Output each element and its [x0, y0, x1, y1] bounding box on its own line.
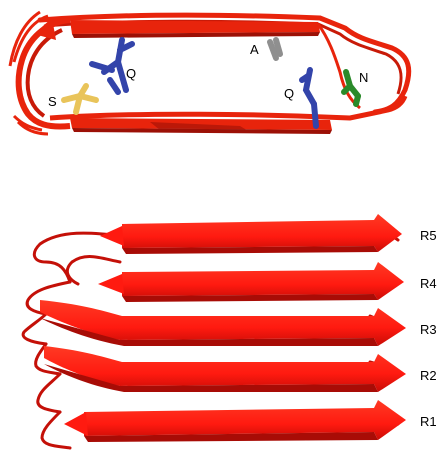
repeat-label-r1: R1 — [420, 414, 437, 429]
repeat-r2-sheet — [44, 346, 406, 392]
label-n: N — [359, 70, 368, 85]
ser-sidechain — [64, 86, 96, 112]
repeat-r4-sheet — [98, 262, 404, 302]
label-q-right: Q — [284, 86, 294, 101]
ala-sidechain — [270, 40, 280, 58]
repeat-label-r5: R5 — [420, 228, 437, 243]
repeat-label-r2: R2 — [420, 368, 437, 383]
repeat-r3-sheet — [40, 300, 406, 346]
repeat-r5-sheet — [100, 214, 402, 254]
label-q-left: Q — [126, 66, 136, 81]
repeat-r1-sheet — [64, 400, 406, 442]
repeat-label-r3: R3 — [420, 322, 437, 337]
label-a: A — [250, 42, 259, 57]
repeat-label-r4: R4 — [420, 276, 437, 291]
label-s: S — [48, 94, 57, 109]
